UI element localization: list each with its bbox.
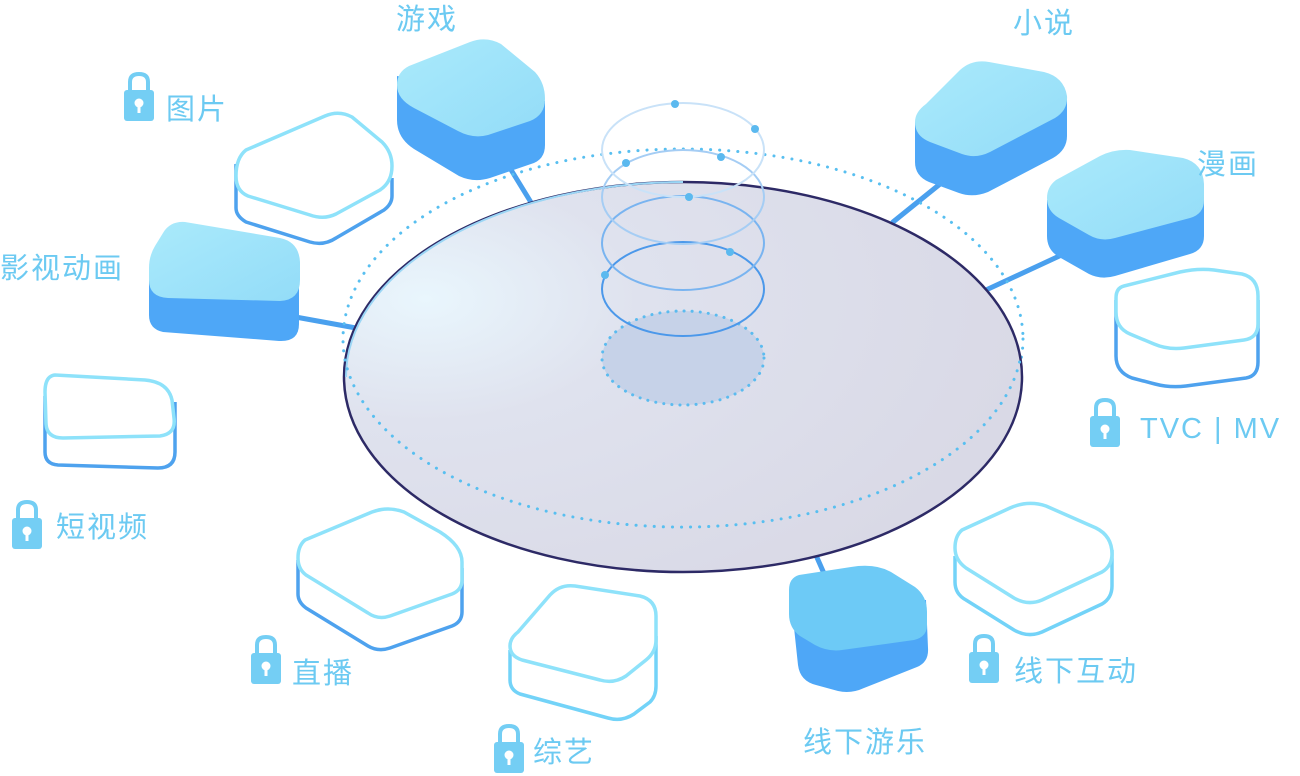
spiral-base: [600, 309, 766, 407]
connector-novel: [890, 177, 948, 225]
connector-comic: [983, 249, 1071, 293]
label-live: 直播: [292, 657, 354, 690]
node-box-images[interactable]: [234, 111, 394, 246]
spiral-ring-1: [601, 241, 765, 337]
lock-icon: [1090, 397, 1120, 447]
node-box-variety[interactable]: [508, 583, 658, 722]
label-tvc-mv: TVC | MV: [1140, 413, 1281, 445]
label-novel: 小说: [1013, 7, 1075, 40]
node-box-comic[interactable]: [1047, 149, 1204, 278]
central-spiral: [600, 100, 766, 407]
label-short-video: 短视频: [56, 511, 149, 544]
lock-icon: [251, 634, 281, 684]
node-box-offline-interaction[interactable]: [953, 501, 1114, 637]
node-box-short-video[interactable]: [43, 373, 177, 470]
connector-film-animation: [287, 313, 359, 331]
label-offline-tour: 线下游乐: [803, 726, 927, 759]
node-labels: 游戏 小说 漫画 TVC | MV 线下互动 线下游乐 综艺 直播 短视频 影视…: [0, 3, 1281, 769]
node-box-live[interactable]: [296, 507, 464, 652]
label-games: 游戏: [396, 3, 458, 36]
lock-icon: [969, 633, 999, 683]
lock-icon: [12, 499, 42, 549]
node-box-offline-tour[interactable]: [789, 565, 929, 692]
node-box-games[interactable]: [397, 39, 545, 181]
label-images: 图片: [166, 93, 228, 126]
label-offline-interaction: 线下互动: [1014, 655, 1138, 688]
node-box-tvc-mv[interactable]: [1114, 267, 1260, 389]
platform-rim-highlight: [345, 181, 684, 378]
label-film-animation: 影视动画: [0, 252, 124, 285]
lock-icon: [494, 723, 524, 773]
inner-dotted-ring-front: [343, 353, 1023, 529]
lock-icons: [12, 71, 1120, 773]
spiral-ring-4: [601, 102, 765, 198]
lock-icon: [124, 71, 154, 121]
label-variety: 综艺: [533, 736, 595, 769]
label-comic: 漫画: [1197, 149, 1259, 181]
node-box-film-animation[interactable]: [149, 221, 300, 342]
node-box-novel[interactable]: [915, 61, 1068, 196]
spiral-ring-3: [601, 149, 765, 245]
